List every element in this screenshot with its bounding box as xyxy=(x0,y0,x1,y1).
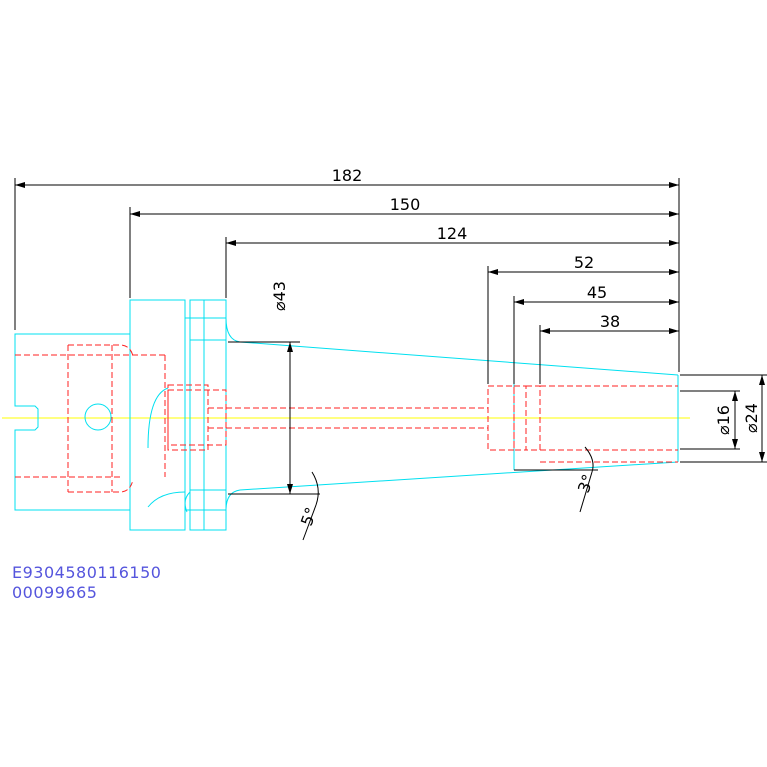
dim-overall-length: 182 xyxy=(332,166,363,185)
dim-slot-depth: 45 xyxy=(587,283,607,302)
dim-bore-depth: 52 xyxy=(574,253,594,272)
dimension-lines xyxy=(14,178,767,541)
dim-gauge-to-end: 150 xyxy=(390,195,421,214)
hidden-features xyxy=(15,344,678,493)
dim-flange-dia: ⌀43 xyxy=(270,281,289,311)
dim-nose-dia: ⌀24 xyxy=(742,403,761,433)
dim-flange-to-end: 124 xyxy=(437,224,468,243)
angle-nose-label: 3° xyxy=(574,472,598,496)
part-number: E9304580116150 xyxy=(12,563,162,582)
angle-shank-label: 5° xyxy=(297,505,321,529)
part-outline xyxy=(14,299,679,531)
serial-number: 00099665 xyxy=(12,583,98,602)
dim-relief-depth: 38 xyxy=(600,312,620,331)
dim-bore-dia: ⌀16 xyxy=(714,405,733,435)
